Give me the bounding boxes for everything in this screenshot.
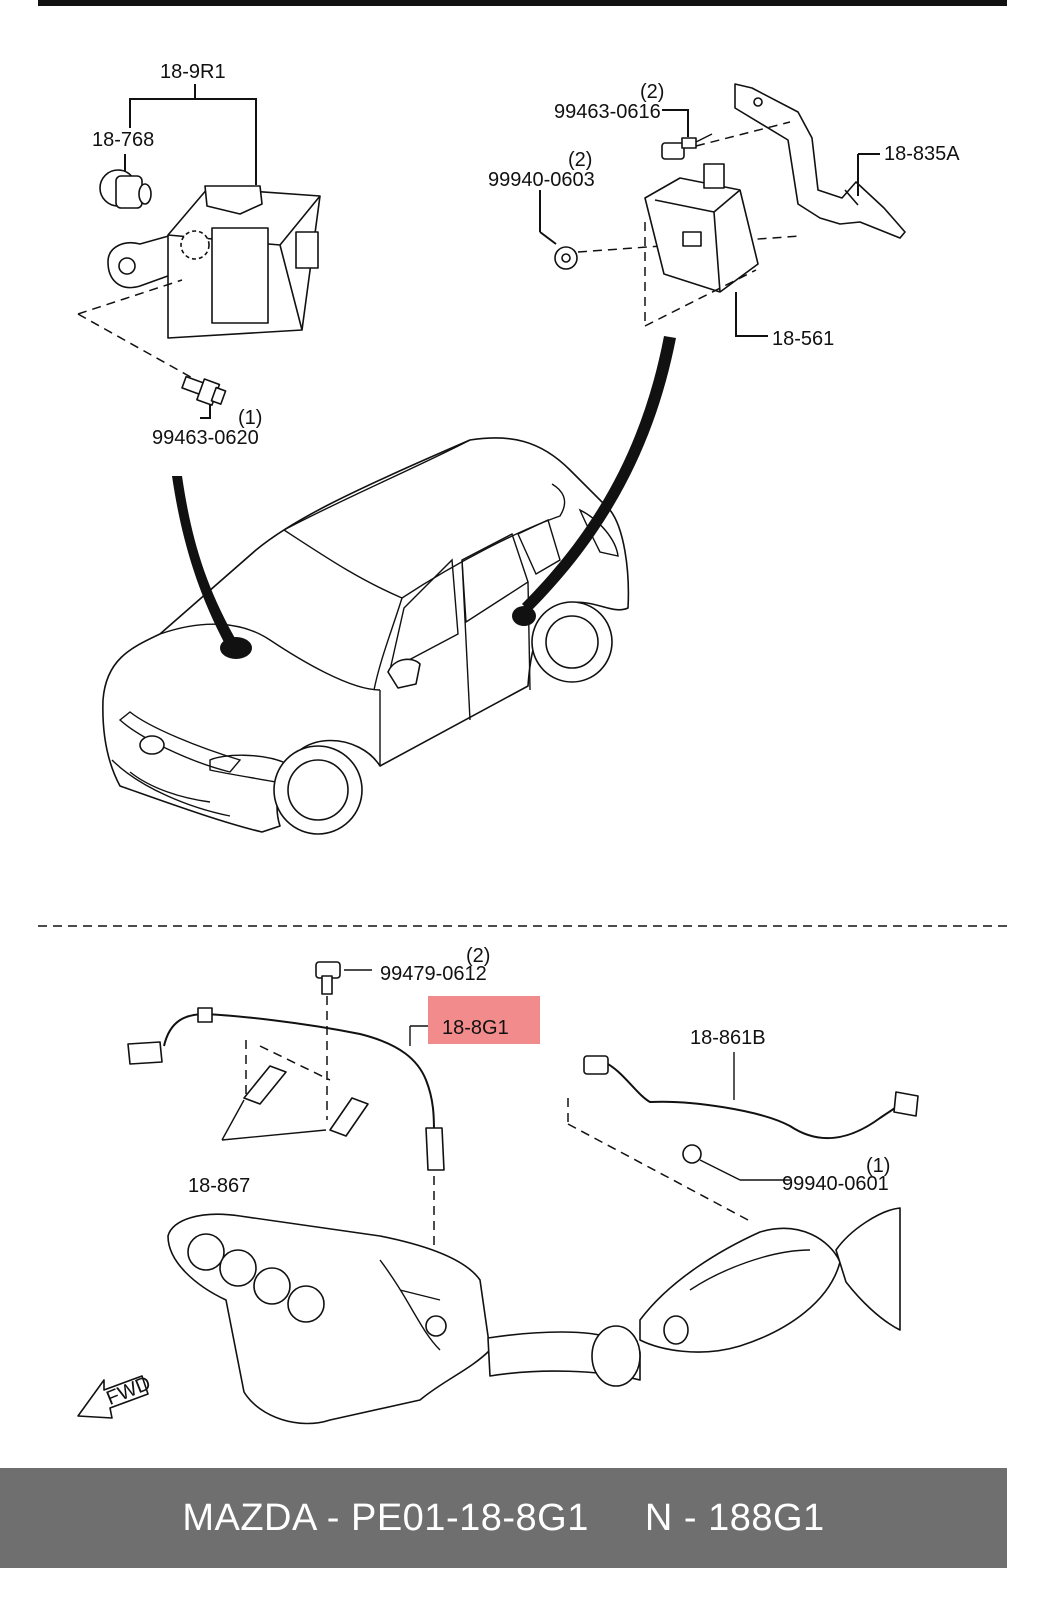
bolt-99479-0612-part bbox=[315, 961, 341, 995]
pin-18-768-part bbox=[99, 169, 152, 209]
label-18-768: 18-768 bbox=[92, 129, 154, 151]
nut-99940-0601-part bbox=[682, 1144, 702, 1164]
label-99940-0601: 99940-0601 bbox=[782, 1173, 889, 1195]
label-18-867: 18-867 bbox=[188, 1175, 250, 1197]
fwd-label: FWD bbox=[103, 1372, 153, 1409]
parts-diagram: FWD 18-9R1 18-768 (1) 99463-0620 (2) 994… bbox=[38, 0, 1007, 1425]
label-99463-0616: 99463-0616 bbox=[554, 101, 661, 123]
bolt-99463-0620-part bbox=[181, 375, 227, 406]
exhaust-sensor-assembly bbox=[127, 961, 919, 1425]
label-99479-0612: 99479-0612 bbox=[380, 963, 487, 985]
label-qty-0612: (2) bbox=[466, 945, 490, 967]
highlight-box bbox=[428, 996, 540, 1044]
label-18-861b: 18-861B bbox=[690, 1027, 766, 1049]
label-99940-0603: 99940-0603 bbox=[488, 169, 595, 191]
label-18-561: 18-561 bbox=[772, 328, 834, 350]
fwd-arrow-icon: FWD bbox=[77, 1372, 154, 1419]
arrow-pointer-icon bbox=[522, 336, 676, 612]
module-18-9r1-assembly bbox=[77, 84, 321, 419]
label-18-8g1: 18-8G1 bbox=[442, 1017, 509, 1039]
footer-part-number: MAZDA - PE01-18-8G1 bbox=[182, 1496, 589, 1539]
label-qty-0620: (1) bbox=[238, 407, 262, 429]
label-qty-0603: (2) bbox=[568, 149, 592, 171]
label-18-9r1: 18-9R1 bbox=[160, 61, 226, 83]
bolt-99463-0616-part bbox=[661, 133, 713, 160]
label-18-835a: 18-835A bbox=[884, 143, 960, 165]
module-18-561-assembly bbox=[539, 83, 906, 337]
label-99463-0620: 99463-0620 bbox=[152, 427, 259, 449]
arrow-pointer-icon bbox=[172, 476, 236, 646]
label-qty-0616: (2) bbox=[640, 81, 664, 103]
nut-99940-0603-part bbox=[554, 246, 578, 270]
footer-cross-reference: N - 188G1 bbox=[644, 1496, 825, 1539]
label-qty-0601: (1) bbox=[866, 1155, 890, 1177]
top-border bbox=[38, 0, 1007, 6]
footer-bar: MAZDA - PE01-18-8G1 N - 188G1 bbox=[0, 1468, 1007, 1568]
